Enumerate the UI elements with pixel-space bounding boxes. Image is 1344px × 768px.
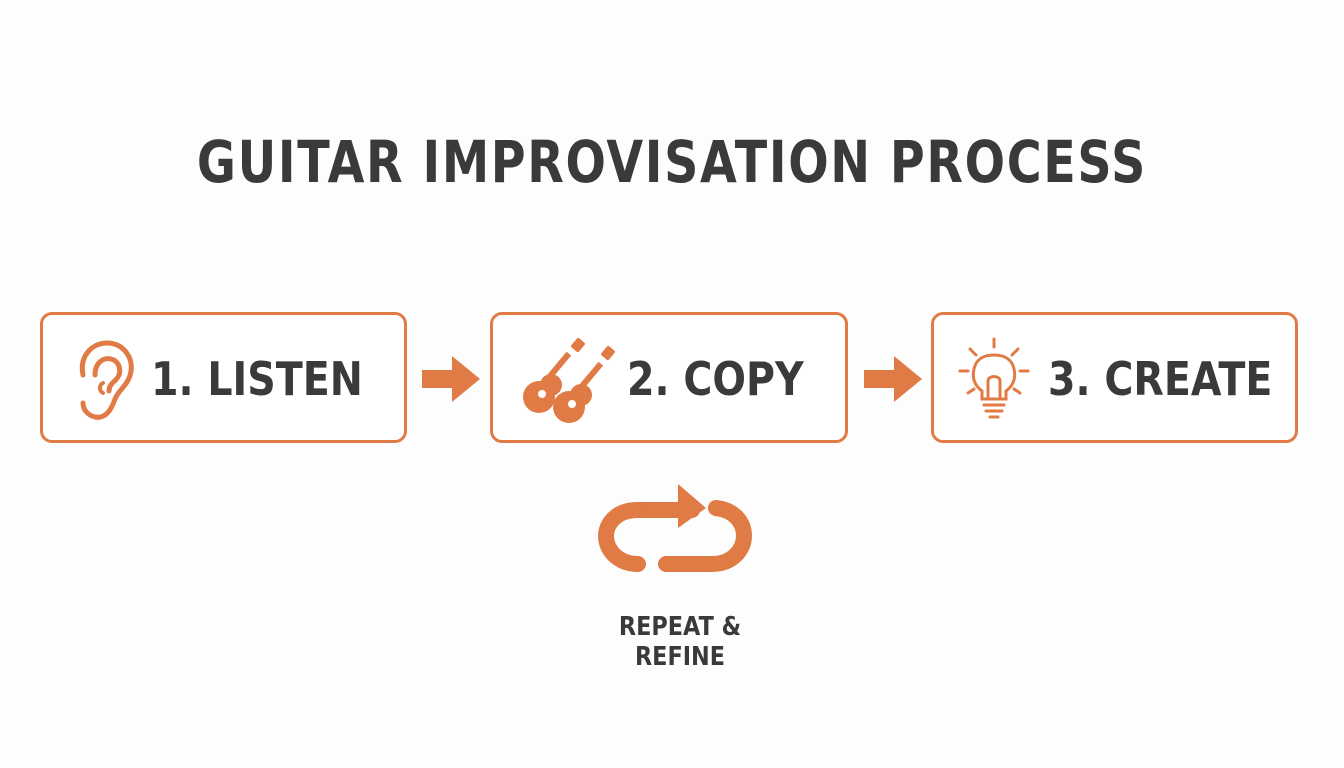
step-listen-label: 1. LISTEN	[151, 352, 363, 406]
arrow-right-icon	[422, 356, 480, 402]
diagram-title: GUITAR IMPROVISATION PROCESS	[196, 128, 1148, 196]
step-create-label: 3. CREATE	[1048, 352, 1273, 406]
step-copy-label: 2. COPY	[627, 352, 804, 406]
step-copy-box: 2. COPY	[490, 312, 848, 443]
arrow-right-icon	[864, 356, 922, 402]
lightbulb-icon	[958, 337, 1030, 419]
ear-icon	[79, 340, 134, 420]
loop-label: REPEAT & REFINE	[618, 612, 742, 672]
step-create-box: 3. CREATE	[931, 312, 1298, 443]
step-listen-box: 1. LISTEN	[40, 312, 407, 443]
guitars-icon	[523, 338, 615, 423]
repeat-loop-icon	[597, 484, 752, 572]
